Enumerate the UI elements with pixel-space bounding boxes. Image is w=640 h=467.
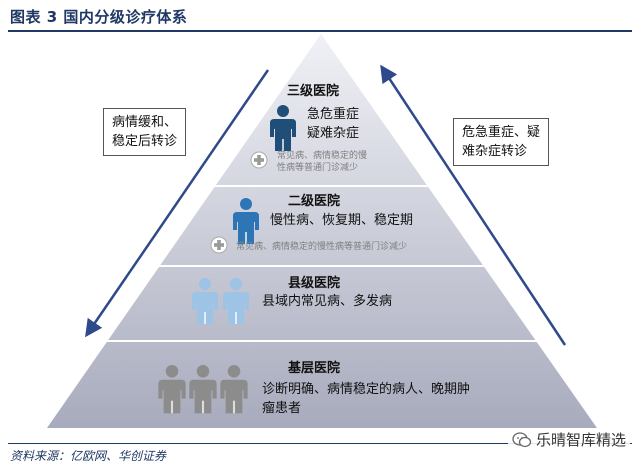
downward-referral-line-1: 病情缓和、: [112, 115, 178, 130]
level-desc-secondary: 慢性病、恢复期、稳定期: [270, 211, 413, 230]
downward-referral-line-2: 稳定后转诊: [112, 134, 178, 149]
person-icon: [223, 278, 249, 324]
person-icon: [220, 365, 248, 414]
note-line: 常见病、病情稳定的慢: [277, 151, 368, 161]
downward-referral-box: 病情缓和、 稳定后转诊: [103, 108, 187, 156]
footer-divider: [8, 443, 632, 444]
level-title-tertiary: 三级医院: [287, 84, 340, 99]
person-icon: [192, 278, 218, 324]
level-title-primary: 基层医院: [288, 361, 341, 376]
down-arrow-left: [85, 69, 270, 338]
up-arrow-right: [380, 64, 567, 346]
source-note: 资料来源：亿欧网、华创证券: [10, 449, 167, 463]
medical-cross-icon: [210, 236, 228, 254]
person-icon: [189, 365, 217, 414]
level-title-county: 县级医院: [288, 276, 341, 291]
level-desc-line: 县域内常见病、多发病: [262, 294, 393, 309]
watermark-text: 乐晴智库精选: [535, 431, 626, 449]
upward-referral-box: 危急重症、疑 难杂症转诊: [453, 118, 550, 166]
upward-referral-line-2: 难杂症转诊: [462, 144, 528, 159]
watermark: 乐晴智库精选: [507, 428, 630, 451]
note-line: 性病等普通门诊减少: [277, 163, 359, 173]
level-desc-primary: 诊断明确、病情稳定的病人、晚期肿 瘤患者: [262, 380, 470, 418]
note-line: 常见病、病情稳定的慢性病等普通门诊减少: [236, 242, 408, 252]
upward-referral-line-1: 危急重症、疑: [462, 125, 541, 140]
level-desc-line: 瘤患者: [262, 401, 302, 416]
person-icon: [270, 105, 296, 151]
wechat-icon: [512, 431, 532, 447]
medical-cross-icon: [250, 151, 268, 169]
level-desc-line: 疑难杂症: [307, 126, 360, 141]
pyramid-shape: [47, 34, 597, 428]
person-icon: [233, 198, 259, 244]
level-desc-line: 慢性病、恢复期、稳定期: [270, 213, 414, 228]
person-icon: [158, 365, 186, 414]
header-divider: [8, 30, 632, 32]
level-note-secondary: 常见病、病情稳定的慢性病等普通门诊减少: [236, 241, 407, 253]
page-title: 图表 3 国内分级诊疗体系: [10, 8, 188, 26]
level-desc-tertiary: 急危重症 疑难杂症: [307, 105, 359, 143]
level-desc-line: 诊断明确、病情稳定的病人、晚期肿: [262, 382, 471, 397]
level-title-secondary: 二级医院: [288, 194, 341, 209]
level-desc-county: 县域内常见病、多发病: [262, 292, 392, 311]
level-note-tertiary: 常见病、病情稳定的慢 性病等普通门诊减少: [277, 150, 367, 174]
level-desc-line: 急危重症: [307, 107, 360, 122]
